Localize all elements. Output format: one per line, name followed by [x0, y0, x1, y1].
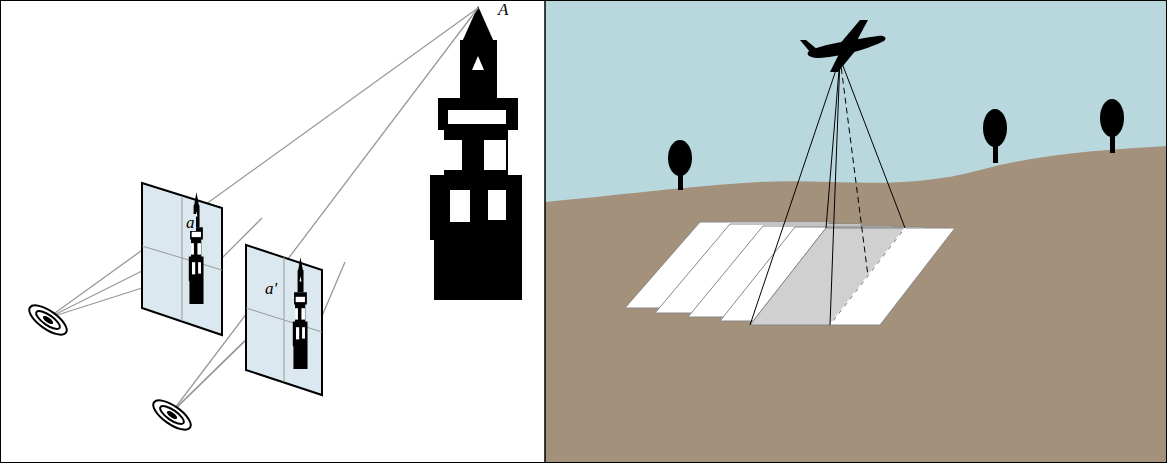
image-plane — [246, 245, 322, 395]
projection-rays — [48, 8, 478, 412]
airplane — [800, 20, 886, 72]
panel-divider — [544, 0, 546, 463]
point-label: a' — [264, 280, 278, 297]
sky — [545, 0, 1167, 463]
point-label: a — [185, 214, 196, 231]
church — [430, 6, 522, 300]
point-label: A — [497, 1, 509, 18]
camera-rays — [750, 58, 905, 325]
camera — [149, 395, 195, 435]
tree — [668, 99, 1124, 190]
image-plane — [142, 183, 222, 335]
terrain — [545, 146, 1167, 463]
camera — [25, 300, 71, 340]
photo-strips — [625, 222, 955, 325]
